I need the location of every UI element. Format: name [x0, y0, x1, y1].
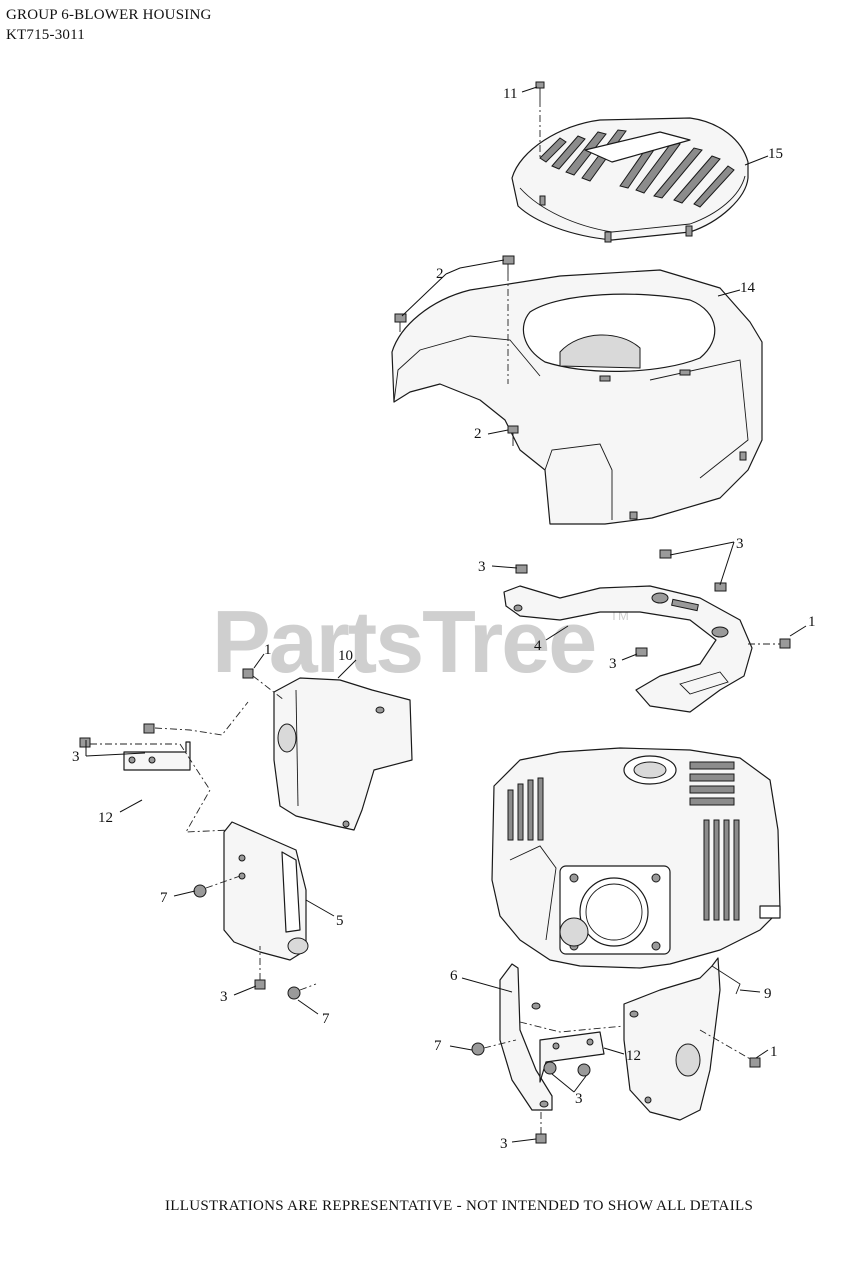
- disclaimer-note: ILLUSTRATIONS ARE REPRESENTATIVE - NOT I…: [165, 1198, 754, 1214]
- model-number: KT715-3011: [6, 27, 85, 43]
- part-14-blower-housing[interactable]: [391, 269, 763, 525]
- part-4-baffle-plate[interactable]: [503, 585, 753, 713]
- part-11-bolt[interactable]: [535, 81, 545, 100]
- callout-12-right: 12: [626, 1048, 641, 1064]
- callout-1-bottom: 1: [770, 1044, 778, 1060]
- callout-6: 6: [450, 968, 458, 984]
- callout-3-plate-top: 3: [736, 536, 744, 552]
- callout-1-plate: 1: [808, 614, 816, 630]
- part-1-bolt-shroud[interactable]: [242, 668, 285, 701]
- callout-5: 5: [336, 913, 344, 929]
- callout-15: 15: [768, 146, 783, 162]
- callout-3-bottom: 3: [500, 1136, 508, 1152]
- part-12-bracket-right[interactable]: [539, 1031, 605, 1083]
- part-3-bolts-bracket-left[interactable]: [79, 723, 155, 748]
- part-1-bolt-plate[interactable]: [748, 638, 791, 649]
- part-9-lower-baffle[interactable]: [623, 957, 741, 1121]
- callout-11: 11: [503, 86, 517, 102]
- part-3-bolts-bottom[interactable]: [535, 1061, 591, 1144]
- callout-3-plate-bottom: 3: [609, 656, 617, 672]
- callout-14: 14: [740, 280, 756, 296]
- callout-9: 9: [764, 986, 772, 1002]
- callout-3-lower-shroud: 3: [220, 989, 228, 1005]
- part-2-bolt-lower[interactable]: [507, 425, 519, 446]
- engine-block: [491, 747, 781, 969]
- callout-1-shroud: 1: [264, 642, 272, 658]
- part-5-lower-shroud[interactable]: [223, 821, 309, 961]
- part-2-bolt-upper[interactable]: [394, 255, 515, 332]
- callout-7-bottom: 7: [434, 1038, 442, 1054]
- part-7-nut-bottom[interactable]: [471, 1039, 517, 1056]
- callout-3-plate-left: 3: [478, 559, 486, 575]
- part-1-bolt-bottom[interactable]: [699, 1029, 761, 1068]
- callout-7-lower: 7: [322, 1011, 330, 1027]
- part-10-side-shroud[interactable]: [273, 677, 413, 831]
- callout-2-lower: 2: [474, 426, 482, 442]
- callout-4: 4: [534, 638, 542, 654]
- callout-10: 10: [338, 648, 353, 664]
- diagram-group-title: GROUP 6-BLOWER HOUSING: [6, 7, 212, 23]
- callout-2-upper: 2: [436, 266, 444, 282]
- callout-3-bottom-bolts: 3: [575, 1091, 583, 1107]
- part-7-nut-lower[interactable]: [287, 983, 317, 1000]
- part-3-bolt-lower-shroud[interactable]: [254, 946, 266, 990]
- part-15-grille[interactable]: [511, 117, 749, 243]
- callout-3-bracket: 3: [72, 749, 80, 765]
- callout-12-left: 12: [98, 810, 113, 826]
- part-12-bracket-left[interactable]: [123, 741, 191, 771]
- part-6-lower-baffle[interactable]: [499, 963, 553, 1111]
- callout-7-upper: 7: [160, 890, 168, 906]
